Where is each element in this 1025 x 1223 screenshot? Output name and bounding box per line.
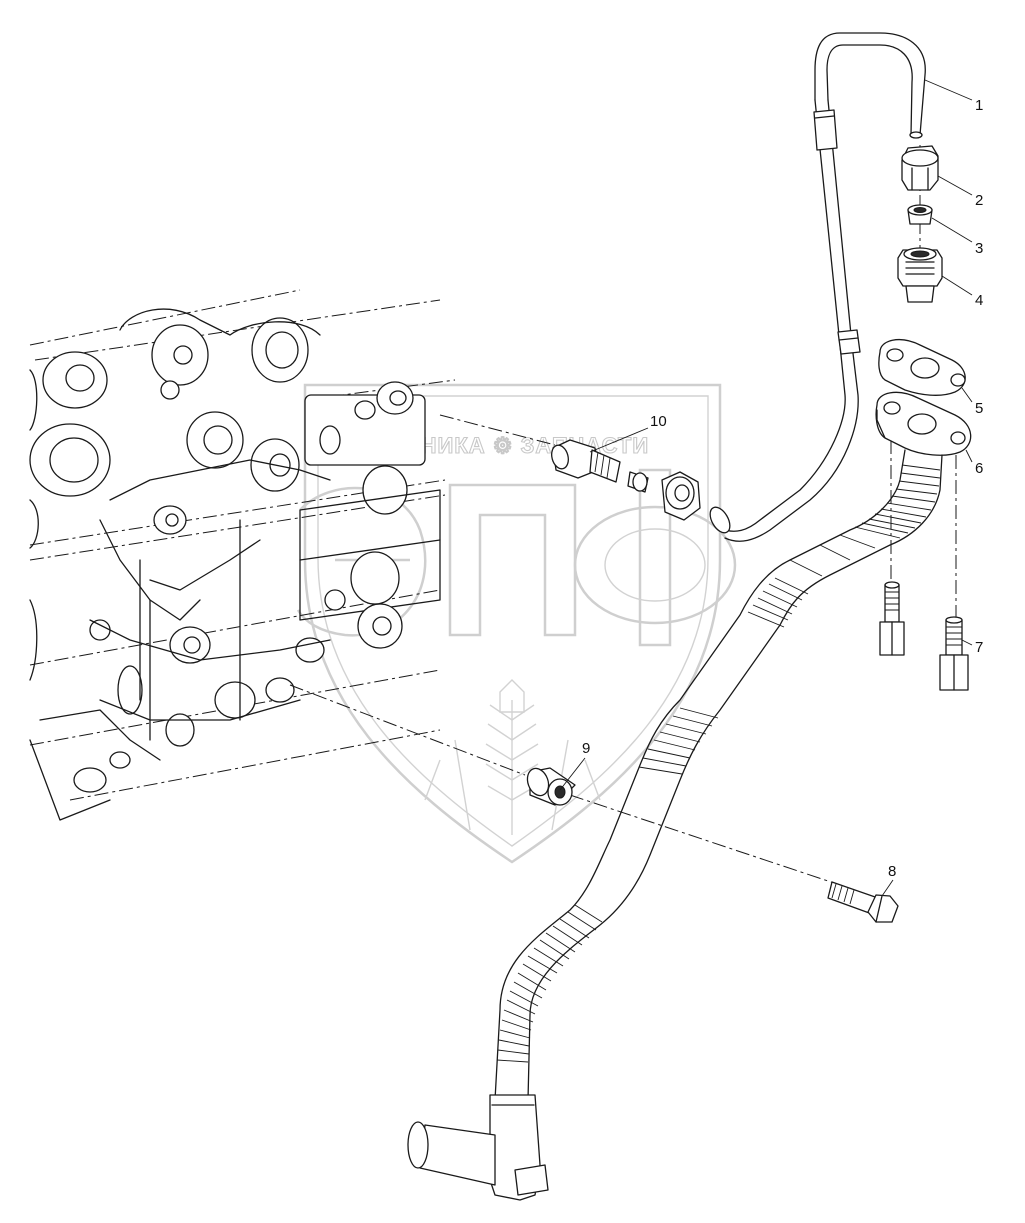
callout-5: 5: [975, 400, 983, 417]
part-4-union-fitting: [897, 247, 943, 303]
callouts: 1 2 3 4 5 6 7 8 9 10: [559, 79, 983, 897]
oil-supply-pipe: [709, 32, 926, 542]
callout-4: 4: [975, 292, 983, 309]
part-2-nut: [901, 145, 939, 191]
part-5-gasket: [878, 339, 966, 396]
callout-6: 6: [975, 460, 983, 477]
drain-hose: [407, 449, 943, 1201]
callout-8: 8: [888, 863, 896, 880]
callout-1: 1: [975, 97, 983, 114]
callout-9: 9: [582, 740, 590, 757]
watermark-wheat-icon: [424, 679, 601, 835]
callout-2: 2: [975, 192, 983, 209]
part-3-ring: [907, 204, 933, 225]
part-6-flange: [875, 391, 972, 456]
part-8-bolt: [827, 881, 899, 923]
watermark-logo-letters: [296, 468, 737, 647]
callout-3: 3: [975, 240, 983, 257]
callout-10: 10: [650, 413, 667, 430]
callout-7: 7: [975, 639, 983, 656]
part-7-studs: [879, 581, 969, 691]
engine-block: [29, 289, 456, 821]
part-10-adapter: [551, 439, 701, 521]
part-9-bushing: [526, 767, 576, 806]
